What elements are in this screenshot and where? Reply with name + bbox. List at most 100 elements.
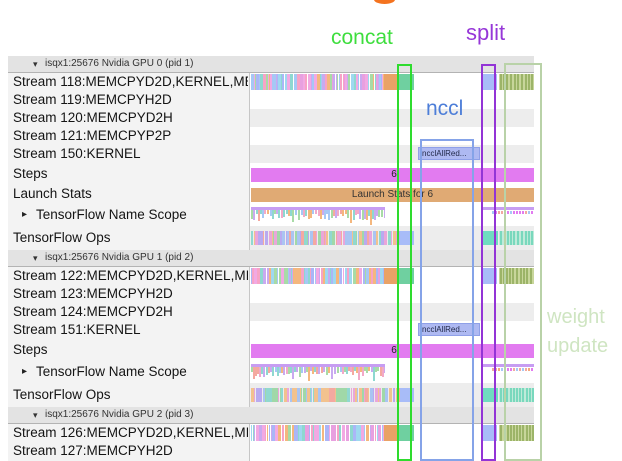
stream-split-blue-segment[interactable] — [482, 74, 497, 90]
trace-event-stripe — [362, 388, 364, 402]
trace-event-stripe — [257, 268, 260, 284]
steps-bar[interactable]: 6 — [251, 168, 534, 182]
namescope-mark — [312, 367, 314, 374]
stream-activity-stripes[interactable] — [251, 74, 384, 90]
namescope-mark — [380, 367, 382, 376]
namescope-dash — [528, 211, 530, 214]
trace-event-stripe — [370, 388, 373, 402]
trace-event-stripe — [254, 74, 255, 90]
trace-event-stripe — [297, 388, 300, 402]
stream-memcpy-orange-segment[interactable] — [384, 268, 398, 284]
stream-memcpy-orange-segment[interactable] — [384, 425, 398, 441]
namescope-top-strip-right[interactable] — [482, 207, 534, 210]
stream-activity-stripes[interactable] — [251, 425, 384, 441]
trace-event-stripe — [369, 231, 372, 245]
expand-arrow-icon[interactable]: ▸ — [22, 209, 28, 220]
namescope-mark — [257, 367, 259, 374]
gpu-section-header[interactable]: ▾isqx1:25676 Nvidia GPU 2 (pid 3) — [8, 407, 534, 424]
gpu-section-header[interactable]: ▾isqx1:25676 Nvidia GPU 1 (pid 2) — [8, 250, 534, 267]
namescope-mark — [290, 210, 292, 216]
namescope-mark — [352, 367, 354, 375]
trace-event-stripe — [500, 425, 502, 441]
stream-split-blue-segment[interactable] — [482, 268, 497, 284]
trace-event-stripe — [393, 231, 396, 245]
trace-event-stripe — [339, 74, 340, 90]
launch-stats-bar[interactable]: Launch Stats for 6 — [251, 188, 534, 202]
trace-event-stripe — [331, 425, 334, 441]
trace-event-stripe — [329, 388, 332, 402]
gpu-section-header[interactable]: ▾isqx1:25676 Nvidia GPU 0 (pid 1) — [8, 56, 534, 73]
stream-memcpy-orange-segment[interactable] — [384, 74, 398, 90]
trace-event-stripe — [278, 388, 279, 402]
namescope-flame-marks[interactable] — [251, 210, 385, 225]
trace-event-stripe — [514, 74, 516, 90]
stream-activity-stripes[interactable] — [251, 268, 384, 284]
trace-event-stripe — [314, 425, 316, 441]
tensorflow-ops-stripes[interactable] — [251, 388, 400, 402]
trace-event-stripe — [513, 231, 515, 245]
stream-split-blue-segment[interactable] — [482, 425, 497, 441]
trace-event-stripe — [303, 388, 306, 402]
trace-event-stripe — [378, 268, 380, 284]
trace-event-stripe — [371, 425, 374, 441]
namescope-mark — [337, 367, 339, 373]
namescope-mark — [267, 210, 269, 214]
trace-event-stripe — [319, 268, 320, 284]
namescope-dash — [525, 211, 527, 214]
trace-event-stripe — [282, 268, 284, 284]
row-label: Stream 119:MEMCPYH2D — [13, 92, 172, 107]
trace-event-stripe — [295, 231, 297, 245]
namescope-mark — [345, 210, 347, 214]
trace-event-stripe — [362, 74, 365, 90]
namescope-top-strip[interactable] — [251, 207, 385, 210]
trace-event-stripe — [252, 268, 254, 284]
namescope-mark — [279, 367, 281, 373]
namescope-mark — [262, 210, 264, 218]
trace-event-stripe — [302, 425, 305, 441]
trace-event-stripe — [290, 74, 293, 90]
trace-event-stripe — [262, 425, 265, 441]
trace-event-stripe — [516, 388, 518, 402]
trace-event-stripe — [378, 74, 379, 90]
trace-event-stripe — [325, 425, 328, 441]
row-label: Launch Stats — [13, 186, 92, 201]
namescope-mark — [304, 367, 306, 373]
trace-event-stripe — [322, 74, 325, 90]
trace-event-stripe — [519, 388, 521, 402]
nccl-allreduce-bar[interactable]: ncclAllRed... — [418, 323, 480, 336]
trace-event-stripe — [346, 425, 349, 441]
namescope-mark — [294, 367, 296, 372]
trace-event-stripe — [321, 388, 324, 402]
annotation-weight-update: weight update — [547, 303, 608, 361]
tensorflow-ops-stripes[interactable] — [251, 231, 400, 245]
trace-event-stripe — [358, 231, 359, 245]
namescope-mark — [340, 367, 342, 372]
trace-event-stripe — [500, 388, 502, 402]
namescope-top-strip[interactable] — [251, 364, 385, 367]
namescope-flame-marks[interactable] — [251, 367, 385, 382]
expand-arrow-icon[interactable]: ▸ — [22, 366, 28, 377]
trace-event-stripe — [516, 268, 518, 284]
trace-event-stripe — [300, 388, 301, 402]
trace-event-stripe — [356, 231, 357, 245]
namescope-mark — [322, 210, 324, 215]
row-label: Stream 123:MEMCPYH2D — [13, 286, 173, 301]
namescope-dash — [498, 211, 500, 214]
trace-event-stripe — [359, 231, 362, 245]
steps-bar[interactable]: 6 — [251, 344, 534, 358]
trace-event-stripe — [370, 425, 371, 441]
namescope-top-strip-right[interactable] — [482, 364, 534, 367]
trace-event-stripe — [506, 268, 508, 284]
trace-event-stripe — [351, 74, 354, 90]
nccl-allreduce-bar[interactable]: ncclAllRed... — [418, 147, 480, 160]
namescope-mark — [355, 210, 357, 215]
trace-event-stripe — [282, 231, 285, 245]
namescope-mark — [308, 210, 310, 219]
trace-event-stripe — [313, 388, 314, 402]
trace-event-stripe — [347, 388, 350, 402]
trace-event-stripe — [509, 268, 511, 284]
namescope-mark — [266, 367, 268, 375]
trace-event-stripe — [259, 74, 260, 90]
trace-event-stripe — [259, 388, 262, 402]
trace-event-stripe — [251, 231, 253, 245]
